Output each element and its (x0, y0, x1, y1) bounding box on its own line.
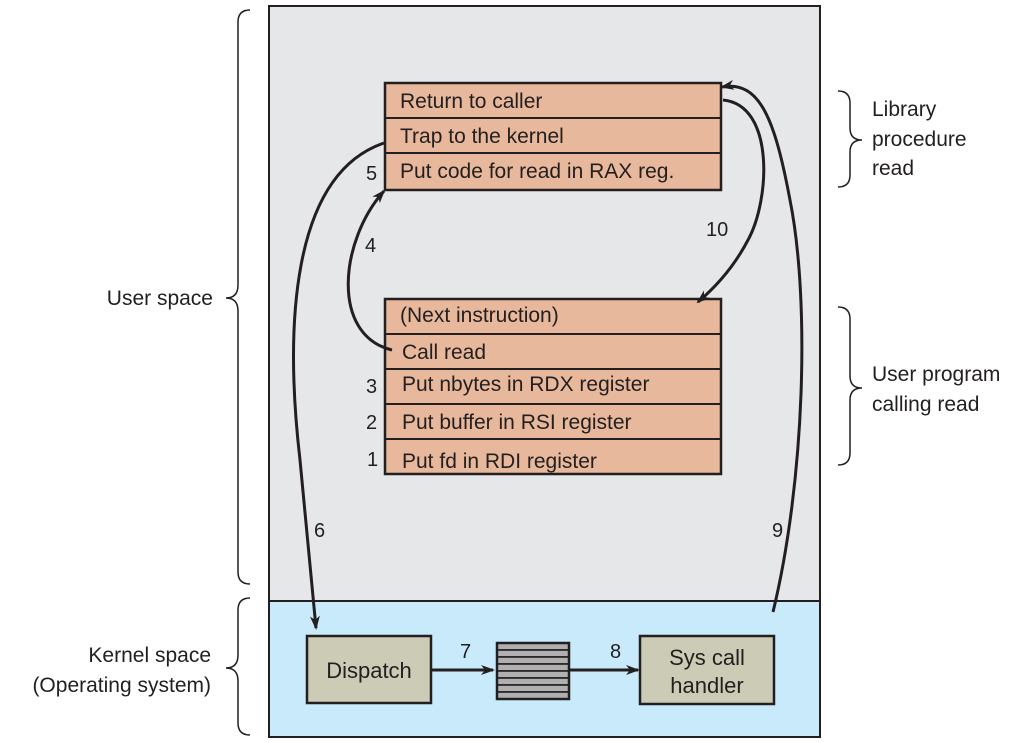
user-program-label-line1: User program (872, 363, 1000, 386)
step-number-2: 2 (366, 412, 377, 434)
step-number-7: 7 (460, 641, 471, 663)
step-number-8: 8 (610, 641, 621, 663)
syscall-table-row (496, 677, 570, 686)
library-procedure-stack: Return to caller Trap to the kernel Put … (383, 81, 723, 192)
kernel-space-label-line2: (Operating system) (32, 674, 211, 697)
syscall-handler-box: Sys call handler (638, 634, 776, 706)
syscall-handler-label-line1: Sys call (669, 645, 745, 670)
library-label-line2: procedure (872, 128, 967, 151)
arrow-step-10 (696, 98, 766, 304)
stack-row-next-instruction: (Next instruction) (400, 304, 559, 327)
user-space-label: User space (107, 287, 213, 310)
dispatch-label: Dispatch (326, 658, 412, 683)
user-program-label-line2: calling read (872, 393, 979, 416)
user-space-brace (225, 9, 251, 585)
syscall-table (495, 641, 571, 701)
stack-row-put-code-rax: Put code for read in RAX reg. (400, 160, 674, 183)
library-label-line3: read (872, 157, 914, 180)
syscall-table-row (496, 684, 570, 693)
syscall-table-row (496, 649, 570, 658)
syscall-table-row (496, 656, 570, 665)
syscall-handler-label-line2: handler (670, 673, 743, 698)
user-program-stack: (Next instruction) Call read Put nbytes … (383, 297, 723, 476)
arrow-step-6 (292, 141, 385, 630)
arrow-step-9 (720, 79, 804, 613)
kernel-space-brace (225, 597, 251, 736)
step-number-1: 1 (367, 449, 378, 471)
stack-row-trap-to-kernel: Trap to the kernel (400, 125, 564, 148)
step-number-4: 4 (365, 235, 376, 257)
dispatch-box: Dispatch (305, 634, 433, 705)
syscall-table-border (495, 641, 571, 701)
kernel-space-label-line1: Kernel space (88, 644, 211, 667)
library-procedure-brace (837, 90, 863, 188)
stack-row-put-fd-rdi: Put fd in RDI register (402, 450, 597, 473)
library-label-line1: Library (872, 98, 937, 121)
syscall-table-row (496, 670, 570, 679)
step-number-9: 9 (772, 520, 783, 542)
user-program-brace (837, 306, 863, 466)
step-number-3: 3 (366, 376, 377, 398)
stack-row-put-buffer-rsi: Put buffer in RSI register (402, 411, 632, 434)
arrow-step-4 (346, 189, 393, 352)
step-number-5: 5 (366, 163, 377, 185)
stack-row-call-read: Call read (402, 341, 486, 364)
stack-row-put-nbytes-rdx: Put nbytes in RDX register (402, 373, 649, 396)
stack-row-return-to-caller: Return to caller (400, 90, 542, 113)
step-number-10: 10 (706, 219, 728, 241)
step-number-6: 6 (314, 520, 325, 542)
syscall-table-row (496, 663, 570, 672)
